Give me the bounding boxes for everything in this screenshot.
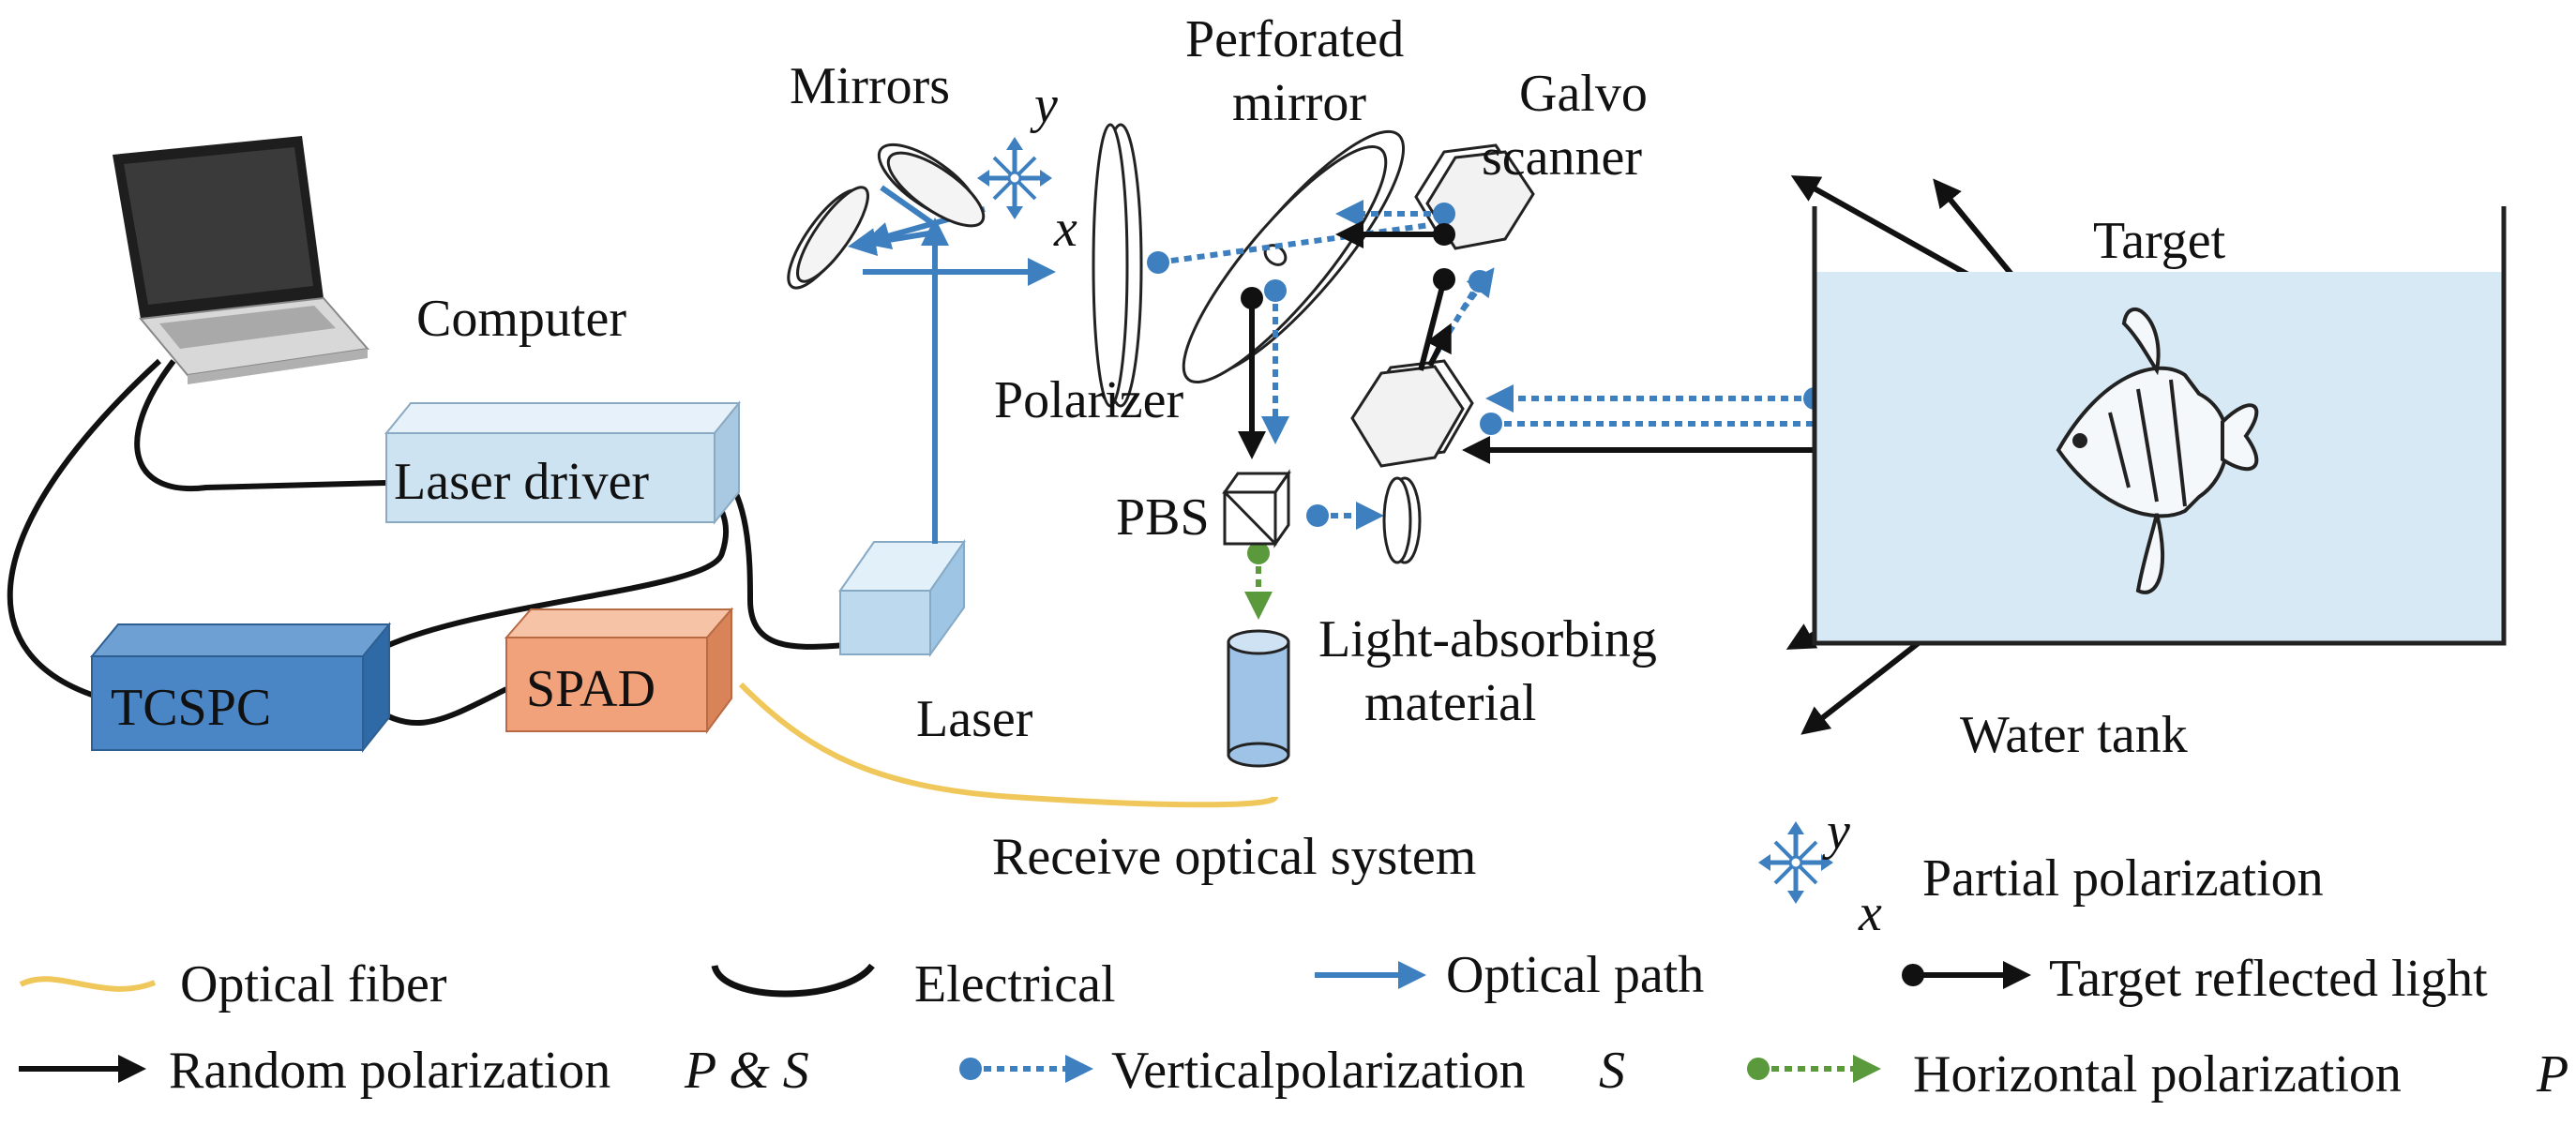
mirrors-label: Mirrors — [790, 57, 950, 115]
laptop-icon — [113, 136, 369, 384]
laser-driver-label: Laser driver — [394, 453, 649, 511]
galvo-label-2: scanner — [1482, 128, 1642, 187]
spad-box — [504, 607, 734, 735]
spad-label: SPAD — [526, 660, 655, 718]
legend-optical-path: Optical path — [1446, 946, 1704, 1004]
legend-horizontal-polarization: Horizontal polarization — [1913, 1045, 2402, 1103]
pbs-cube — [1222, 469, 1291, 548]
laser-label: Laser — [916, 690, 1033, 748]
partial-polarization-label: Partial polarization — [1922, 849, 2324, 908]
angelfish-icon — [2056, 308, 2259, 594]
water-tank-label: Water tank — [1960, 706, 2188, 764]
receive-lens — [1382, 476, 1422, 564]
cable-laserdriver-tcspc — [383, 490, 730, 650]
legend-horizontal-polarization-symbol: P — [2536, 1045, 2568, 1103]
legend-vertical-polarization-symbol: S — [1599, 1042, 1625, 1100]
polarizer — [1092, 123, 1143, 408]
tcspc-label: TCSPC — [111, 679, 271, 737]
legend-partial-polarization-icon — [1758, 821, 1833, 904]
pbs-label: PBS — [1116, 488, 1210, 547]
galvo-label-1: Galvo — [1519, 65, 1648, 123]
legend-optical-fiber: Optical fiber — [180, 955, 447, 1013]
mirror-right — [877, 143, 986, 228]
tcspc-box — [89, 622, 392, 753]
cable-computer-laserdriver — [134, 359, 387, 492]
axis-x-label: x — [1053, 200, 1077, 258]
polarizer-label: Polarizer — [994, 371, 1183, 429]
computer-label: Computer — [416, 290, 626, 348]
electrical-cables — [7, 358, 850, 726]
legend-random-polarization-symbol: P & S — [684, 1042, 809, 1100]
legend-electrical: Electrical — [914, 955, 1116, 1013]
laser-driver-box — [384, 400, 742, 525]
target-label: Target — [2093, 212, 2226, 270]
light-absorbing-label-1: Light-absorbing — [1318, 610, 1657, 668]
optical-path — [848, 185, 1056, 544]
legend-fiber-swatch — [19, 976, 157, 992]
axis-y-label: y — [1030, 76, 1058, 134]
legend-electrical-swatch — [711, 963, 875, 998]
legend: Optical fiber Electrical Optical path Ta… — [19, 946, 2568, 1103]
laser-box — [838, 538, 966, 658]
perforated-mirror-label-2: mirror — [1232, 74, 1366, 132]
cable-laserdriver-laser — [711, 461, 850, 650]
legend-random-polarization: Random polarization — [169, 1042, 610, 1100]
light-absorbing-material — [1227, 629, 1290, 768]
receive-optical-system-label: Receive optical system — [992, 828, 1476, 886]
legend-target-reflected-light: Target reflected light — [2049, 950, 2488, 1008]
cable-computer-tcspc — [7, 358, 162, 701]
partial-polarization-star-icon — [977, 137, 1052, 219]
galvo-mirror-lower — [1350, 359, 1474, 468]
perforated-mirror-label-1: Perforated — [1185, 10, 1404, 68]
optical-fiber — [738, 682, 1278, 808]
legend-axis-y-label: y — [1822, 803, 1850, 861]
light-absorbing-label-2: material — [1364, 674, 1536, 732]
mirror-left — [787, 186, 869, 290]
legend-axis-x-label: x — [1858, 884, 1882, 942]
legend-vertical-polarization: Verticalpolarization — [1111, 1042, 1526, 1100]
